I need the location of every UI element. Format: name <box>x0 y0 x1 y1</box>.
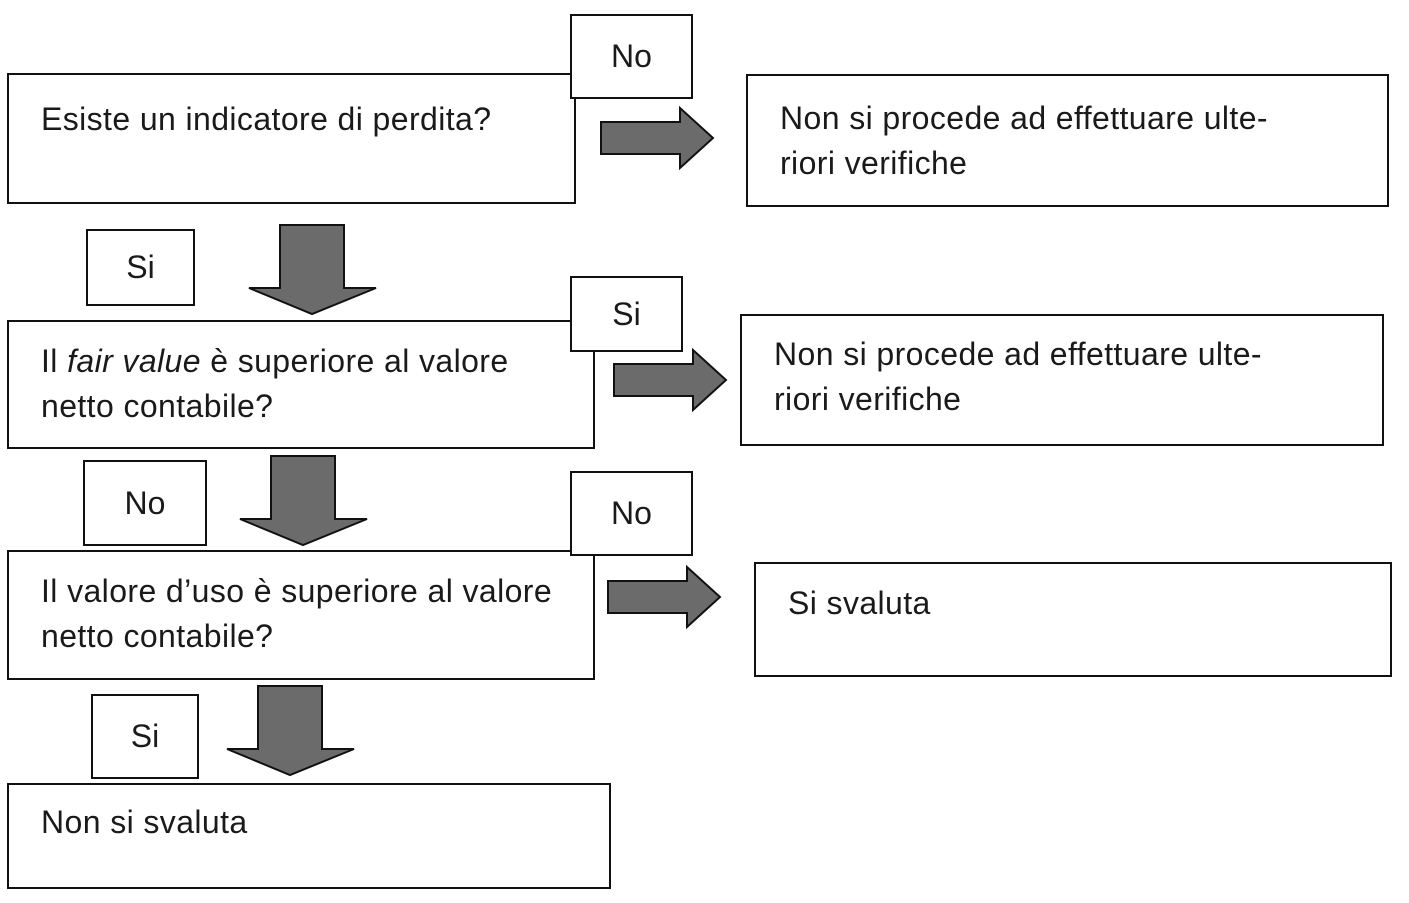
label-si-loss-indicator: Si <box>86 229 195 306</box>
question-text-fair-value: Il fair value è superiore al valore nett… <box>41 339 579 429</box>
outcome-box-no-impairment: Non si svaluta <box>7 783 611 889</box>
outcome-text-impairment: Si svaluta <box>788 585 931 621</box>
label-no-loss-indicator: No <box>570 14 693 99</box>
label-no-value-in-use: No <box>570 471 693 556</box>
down-arrow-icon <box>226 685 355 777</box>
label-si-fair-value: Si <box>570 276 683 352</box>
down-arrow-icon <box>239 455 368 547</box>
label-si-value-in-use: Si <box>91 694 199 779</box>
question-text-suffix: è superiore al valore netto contabile? <box>41 343 509 424</box>
outcome-line-1: Non si procede ad effettuare ulte- <box>780 100 1268 136</box>
question-text-value-in-use: Il valore d’uso è superiore al valore ne… <box>41 573 553 654</box>
outcome-line-2: riori verifiche <box>774 381 962 417</box>
right-arrow-icon <box>613 347 728 413</box>
outcome-text-no-further-checks-2: Non si procede ad effettuare ulte- riori… <box>774 332 1368 422</box>
fair-value-term: fair value <box>67 343 201 379</box>
outcome-box-no-further-checks-2: Non si procede ad effettuare ulte- riori… <box>740 314 1384 446</box>
question-box-fair-value: Il fair value è superiore al valore nett… <box>7 320 595 449</box>
right-arrow-icon <box>607 564 722 630</box>
down-arrow-icon <box>248 224 377 316</box>
outcome-box-impairment: Si svaluta <box>754 562 1392 677</box>
outcome-text-no-impairment: Non si svaluta <box>41 804 248 840</box>
outcome-box-no-further-checks-1: Non si procede ad effettuare ulte- riori… <box>746 74 1389 207</box>
outcome-line-2: riori verifiche <box>780 145 968 181</box>
label-no-fair-value: No <box>83 460 207 546</box>
question-text-prefix: Il <box>41 343 68 379</box>
question-box-loss-indicator: Esiste un indicatore di perdita? <box>7 73 576 204</box>
outcome-line-1: Non si procede ad effettuare ulte- <box>774 336 1262 372</box>
question-text-loss-indicator: Esiste un indicatore di perdita? <box>41 101 492 137</box>
right-arrow-icon <box>600 105 715 171</box>
question-box-value-in-use: Il valore d’uso è superiore al valore ne… <box>7 550 595 680</box>
outcome-text-no-further-checks-1: Non si procede ad effettuare ulte- riori… <box>780 96 1373 186</box>
